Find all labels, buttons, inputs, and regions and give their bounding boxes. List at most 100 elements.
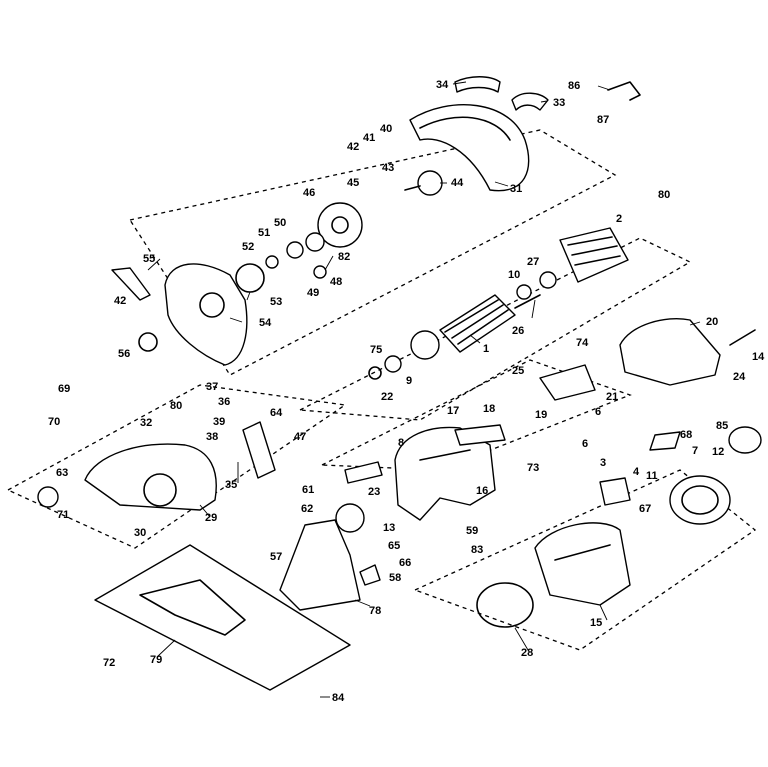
callout-68: 68: [680, 429, 692, 441]
callout-16: 16: [476, 485, 488, 497]
motor-housing: [534, 522, 631, 606]
callout-14: 14: [752, 351, 765, 363]
knob-71: [37, 486, 59, 508]
callout-20: 20: [706, 316, 718, 328]
callout-26: 26: [512, 325, 524, 337]
washer-51: [286, 241, 304, 259]
callout-53: 53: [270, 296, 282, 308]
callout-43: 43: [382, 162, 394, 174]
callout-57: 57: [270, 551, 282, 563]
switch-group-outline: [319, 359, 632, 471]
trigger-17: [454, 424, 506, 446]
ring-53: [235, 263, 265, 293]
callout-41: 41: [363, 132, 375, 144]
cover-85: [728, 426, 762, 454]
callout-69: 69: [58, 383, 70, 395]
callout-2: 2: [616, 213, 622, 225]
callout-80-lower: 80: [170, 400, 182, 412]
callout-1: 1: [483, 343, 489, 355]
callout-65: 65: [388, 540, 400, 552]
callout-84: 84: [332, 692, 345, 704]
callout-55: 55: [143, 253, 155, 265]
callout-45: 45: [347, 177, 359, 189]
field-coil: [559, 227, 629, 283]
callout-44: 44: [451, 177, 464, 189]
callout-35: 35: [225, 479, 237, 491]
callout-19: 19: [535, 409, 547, 421]
callout-85: 85: [716, 420, 728, 432]
callout-78: 78: [369, 605, 381, 617]
switch-assembly: [539, 364, 596, 401]
callout-42-upper: 42: [347, 141, 359, 153]
spindle-44: [404, 170, 443, 196]
callout-7: 7: [692, 445, 698, 457]
callout-21: 21: [606, 391, 618, 403]
handle-group-outline: [6, 384, 347, 549]
callout-25: 25: [512, 365, 524, 377]
bolt-52: [265, 255, 279, 269]
callout-56: 56: [118, 348, 130, 360]
washer-22: [368, 366, 382, 380]
callout-37: 37: [206, 381, 218, 393]
callout-75: 75: [370, 344, 382, 356]
callout-86: 86: [568, 80, 580, 92]
callout-74: 74: [576, 337, 589, 349]
callout-22: 22: [381, 391, 393, 403]
leader-lines: [147, 81, 701, 698]
callout-71: 71: [57, 509, 69, 521]
ring-56: [138, 332, 158, 352]
callout-67: 67: [639, 503, 651, 515]
callout-3: 3: [600, 457, 606, 469]
callout-49: 49: [307, 287, 319, 299]
callout-10: 10: [508, 269, 520, 281]
ring-28: [476, 582, 534, 628]
callout-73: 73: [527, 462, 539, 474]
rear-handle-29: [84, 443, 217, 511]
callout-48: 48: [330, 276, 342, 288]
lower-blade-guard: [164, 263, 248, 366]
callout-30: 30: [134, 527, 146, 539]
callout-6-lower: 6: [582, 438, 588, 450]
callout-17: 17: [447, 405, 459, 417]
callout-79: 79: [150, 654, 162, 666]
callout-61: 61: [302, 484, 314, 496]
callout-13: 13: [383, 522, 395, 534]
washer-50: [305, 232, 325, 252]
bearing-27: [539, 271, 557, 289]
upper-blade-guard: [409, 104, 530, 192]
callout-29: 29: [205, 512, 217, 524]
label-68: [649, 431, 681, 451]
callout-4: 4: [633, 466, 640, 478]
callout-39: 39: [213, 416, 225, 428]
callout-24: 24: [733, 371, 746, 383]
callout-42-lower: 42: [114, 295, 126, 307]
callout-15: 15: [590, 617, 602, 629]
callout-87: 87: [597, 114, 609, 126]
callout-38: 38: [206, 431, 218, 443]
callout-62: 62: [301, 503, 313, 515]
callout-50: 50: [274, 217, 286, 229]
callout-80-upper: 80: [658, 189, 670, 201]
lever-55: [111, 267, 151, 301]
callout-82: 82: [338, 251, 350, 263]
assembly-outlines: [6, 129, 757, 651]
callout-46: 46: [303, 187, 315, 199]
callout-18: 18: [483, 403, 495, 415]
callout-83: 83: [471, 544, 483, 556]
callout-70: 70: [48, 416, 60, 428]
cord-protector-23: [344, 461, 383, 484]
handle-half-8: [394, 426, 496, 521]
housing-group-outline: [413, 469, 757, 651]
guard-retainer-34: [454, 76, 501, 93]
callout-34: 34: [436, 79, 449, 91]
end-cap-7: [669, 475, 731, 525]
callout-51: 51: [258, 227, 270, 239]
bearing-10: [516, 284, 532, 300]
bearing-9: [384, 355, 402, 373]
gear-housing: [619, 318, 756, 386]
callout-6-upper: 6: [595, 406, 601, 418]
callout-12: 12: [712, 446, 724, 458]
callout-66: 66: [399, 557, 411, 569]
callouts: 34 33 86 87 40 41 42 43 45 44 31 46 51 5…: [48, 79, 765, 704]
callout-72: 72: [103, 657, 115, 669]
